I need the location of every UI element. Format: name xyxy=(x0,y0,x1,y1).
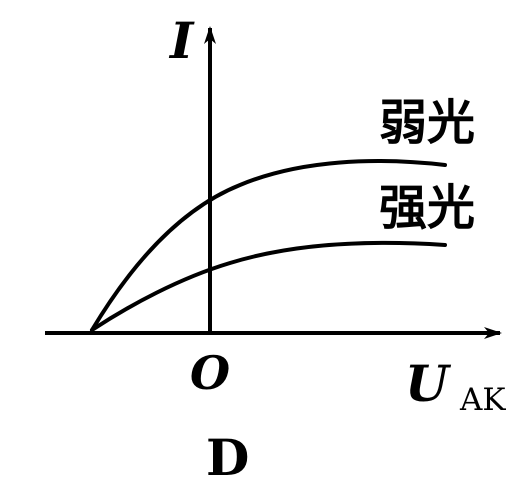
x-axis-label: U xyxy=(405,354,452,413)
upper-curve-label: 弱光 xyxy=(379,95,475,151)
option-label: D xyxy=(206,428,249,480)
y-axis-label: I xyxy=(168,11,195,70)
x-axis-label-main: U xyxy=(405,354,452,413)
lower-curve xyxy=(90,240,447,332)
upper-curve xyxy=(90,159,447,332)
lower-curve-label: 强光 xyxy=(379,180,475,236)
x-axis-label-subscript: AK xyxy=(459,382,506,418)
origin-label: O xyxy=(190,346,230,400)
